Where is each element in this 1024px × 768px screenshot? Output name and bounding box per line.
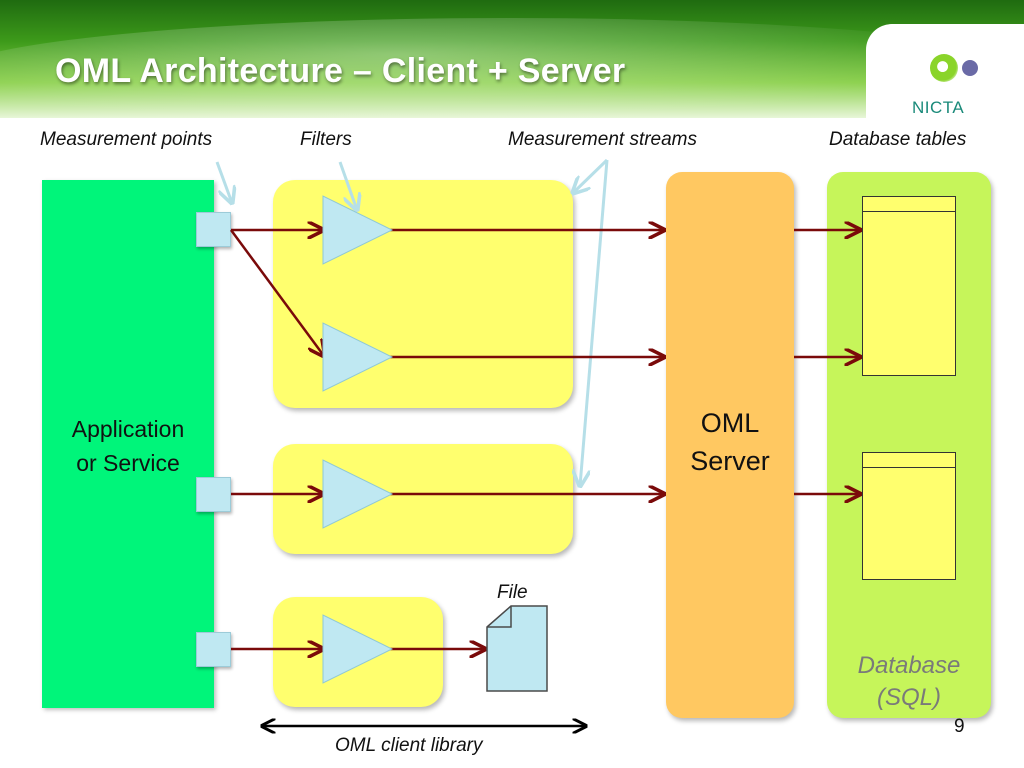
callout-filter-arrow [338,161,357,210]
logo-purple-circle-icon [962,60,978,76]
filter-3-icon [322,459,394,529]
application-label-line1: Application [71,416,185,442]
callout-stream-arrow-2 [580,159,609,486]
oml-server-label-line2: Server [690,446,770,476]
database-label-line1: Database [857,652,961,679]
measurement-point-1 [196,212,231,247]
logo-green-circle-icon [930,54,958,82]
logo-text: NICTA [912,98,965,117]
stream-arrow-mp1-filter2 [229,229,324,356]
label-database-tables: Database tables [829,129,967,150]
filter-2-icon [322,322,394,392]
header-swoosh [0,18,1024,118]
filter-4-icon [322,614,394,684]
callout-stream-arrow-1 [573,158,609,193]
label-measurement-streams: Measurement streams [508,129,698,150]
database-table-2-header-line [863,467,955,468]
label-filters: Filters [300,129,352,150]
oml-server-label-line1: OML [700,408,760,438]
label-measurement-points: Measurement points [40,129,213,150]
callout-measurement-point-arrow [215,161,232,203]
page-number: 9 [954,716,965,737]
application-block: Application or Service [42,180,214,708]
database-label: Database (SQL) [827,650,991,714]
measurement-point-3 [196,632,231,667]
filter-1-icon [322,195,394,265]
page-title: OML Architecture – Client + Server [55,52,626,90]
database-table-1 [862,196,956,376]
oml-server-block: OML Server [666,172,794,718]
database-table-1-header-line [863,211,955,212]
file-icon [486,605,548,692]
oml-server-label: OML Server [666,404,794,480]
application-label: Application or Service [42,412,214,480]
measurement-point-2 [196,477,231,512]
database-table-2 [862,452,956,580]
database-block: Database (SQL) [827,172,991,718]
application-label-line2: or Service [76,450,180,476]
database-label-line2: (SQL) [876,684,941,711]
header-banner [0,0,1024,118]
label-file: File [497,582,528,603]
label-client-library: OML client library [335,735,483,756]
